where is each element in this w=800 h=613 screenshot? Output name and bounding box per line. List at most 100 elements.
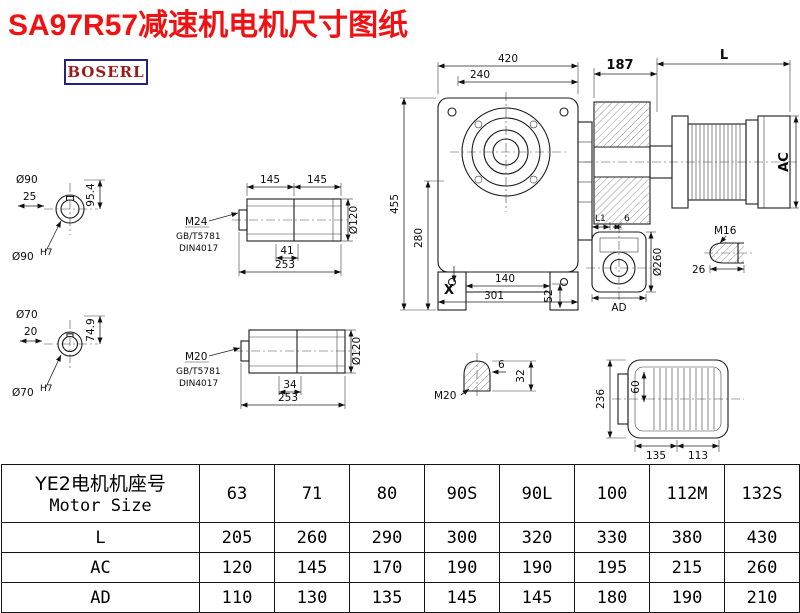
cell-AD-100: 180: [574, 582, 650, 613]
cell-L-132s: 430: [724, 522, 800, 553]
cell-AC-80: 170: [349, 552, 425, 583]
cell-L-63: 205: [199, 522, 275, 553]
dim-bore-90-tol: H7: [40, 248, 53, 258]
flange-outline: [591, 231, 647, 293]
page-title: SA97R57减速机电机尺寸图纸: [8, 9, 409, 42]
cell-AC-90s: 190: [424, 552, 500, 583]
cell-AC-100: 195: [574, 552, 650, 583]
cell-AC-63: 120: [199, 552, 275, 583]
cell-L-112m: 380: [649, 522, 725, 553]
bolt-hole: [559, 107, 569, 117]
dim-95-4: 95.4: [85, 183, 97, 207]
size-90l: 90L: [499, 464, 575, 523]
fan-cowl: [757, 115, 791, 209]
cell-AD-90l: 145: [499, 582, 575, 613]
dim-280: 280: [413, 228, 425, 248]
dim-26: 26: [692, 264, 706, 276]
gearbox-front-view: X 420 240 455 280 52 140 301: [389, 53, 593, 311]
motor-fins: [691, 124, 741, 200]
dim-L: L: [720, 48, 728, 63]
dim-240: 240: [470, 69, 490, 81]
dim-AC: AC: [777, 152, 792, 172]
mark-x: X: [444, 283, 454, 298]
row-label-AD: AD: [1, 582, 200, 613]
input-boss-circle: [461, 107, 551, 197]
dim-32: 32: [515, 369, 527, 382]
shaft-end-view-70: 20 74.9 Ø70 Ø70 H7: [12, 309, 105, 399]
dim-145-a: 145: [260, 174, 280, 186]
cell-AD-80: 135: [349, 582, 425, 613]
motor-size-header-cell: YE2电机机座号 Motor Size: [1, 464, 200, 523]
cell-AC-90l: 190: [499, 552, 575, 583]
size-100: 100: [574, 464, 650, 523]
cell-AD-63: 110: [199, 582, 275, 613]
right-foot: [549, 271, 579, 311]
thread-m20-tip: M20: [434, 390, 456, 402]
dim-60: 60: [630, 380, 642, 393]
motor-rear-view: 236 60 135 113: [595, 359, 744, 462]
thread-m20: M20: [185, 351, 207, 363]
dim-dia-260: Ø260: [652, 248, 664, 276]
row-label-AC: AC: [1, 552, 200, 583]
table-header-row: YE2电机机座号 Motor Size 63 71 80 90S 90L 100…: [1, 464, 800, 523]
dim-113: 113: [688, 450, 708, 462]
cell-L-90l: 320: [499, 522, 575, 553]
dimension-drawing: 25 95.4 Ø90 Ø90 H7 20 74.9 Ø70 Ø70 H7: [12, 48, 799, 462]
cell-L-80: 290: [349, 522, 425, 553]
dim-236: 236: [595, 389, 607, 409]
cell-L-100: 330: [574, 522, 650, 553]
dim-dia-70: Ø70: [16, 309, 38, 321]
left-foot: [437, 271, 467, 311]
foot-hole: [559, 277, 569, 287]
cell-L-71: 260: [274, 522, 350, 553]
shaft-end-view-90: 25 95.4 Ø90 Ø90 H7: [12, 174, 105, 263]
cell-L-90s: 300: [424, 522, 500, 553]
shaft-stub-m16: M16 26: [692, 225, 752, 276]
rear-fins: [653, 368, 715, 430]
thread-m24: M24: [185, 216, 208, 228]
row-label-L: L: [1, 522, 200, 553]
dim-140: 140: [495, 273, 515, 285]
dim-301: 301: [484, 290, 504, 302]
shaft-outer-circle: [55, 194, 85, 224]
dim-bore-70-tol: H7: [40, 384, 53, 394]
side-flange-strip: [577, 121, 593, 241]
size-63: 63: [199, 464, 275, 523]
dim-AD: AD: [611, 302, 626, 314]
motor-side-view: 187 L AC: [584, 48, 799, 225]
rear-side-strip: [617, 373, 629, 425]
dim-dia-120-top: Ø120: [348, 206, 360, 234]
cell-AD-71: 130: [274, 582, 350, 613]
dim-dia-90: Ø90: [16, 174, 38, 186]
dim-253-top: 253: [275, 259, 295, 271]
bolt-hole: [447, 107, 457, 117]
std-din4017: DIN4017: [179, 379, 218, 389]
thread-m16: M16: [714, 225, 737, 237]
std-gb-t5781: GB/T5781: [176, 232, 221, 242]
cell-AD-90s: 145: [424, 582, 500, 613]
size-80: 80: [349, 464, 425, 523]
dim-6-flange: 6: [624, 214, 630, 224]
cell-AD-112m: 190: [649, 582, 725, 613]
motor-dimensions-table: YE2电机机座号 Motor Size 63 71 80 90S 90L 100…: [1, 464, 800, 613]
dim-145-b: 145: [307, 174, 327, 186]
std-gb-t5781: GB/T5781: [176, 367, 221, 377]
cell-AD-132s: 210: [724, 582, 800, 613]
dim-6-tip: 6: [498, 359, 505, 371]
housing-outline: [437, 97, 579, 273]
dim-dia-120-bot: Ø120: [351, 337, 363, 365]
output-bore: [602, 251, 636, 285]
cell-AC-132s: 260: [724, 552, 800, 583]
hollow-shaft-detail-m20: Ø120 M20 GB/T5781 DIN4017 34 253: [176, 329, 363, 409]
table-row-AC: AC 120 145 170 190 190 195 215 260: [1, 552, 800, 583]
dim-20: 20: [24, 326, 37, 338]
dim-25: 25: [23, 191, 36, 203]
dim-34: 34: [283, 379, 297, 391]
dim-420: 420: [498, 53, 518, 65]
dim-bore-90: Ø90: [12, 251, 34, 263]
header-cn: YE2电机机座号: [35, 472, 166, 495]
dim-L1: L1: [595, 214, 606, 224]
dim-253-bot: 253: [278, 392, 298, 404]
size-90s: 90S: [424, 464, 500, 523]
dim-bore-70: Ø70: [12, 387, 34, 399]
